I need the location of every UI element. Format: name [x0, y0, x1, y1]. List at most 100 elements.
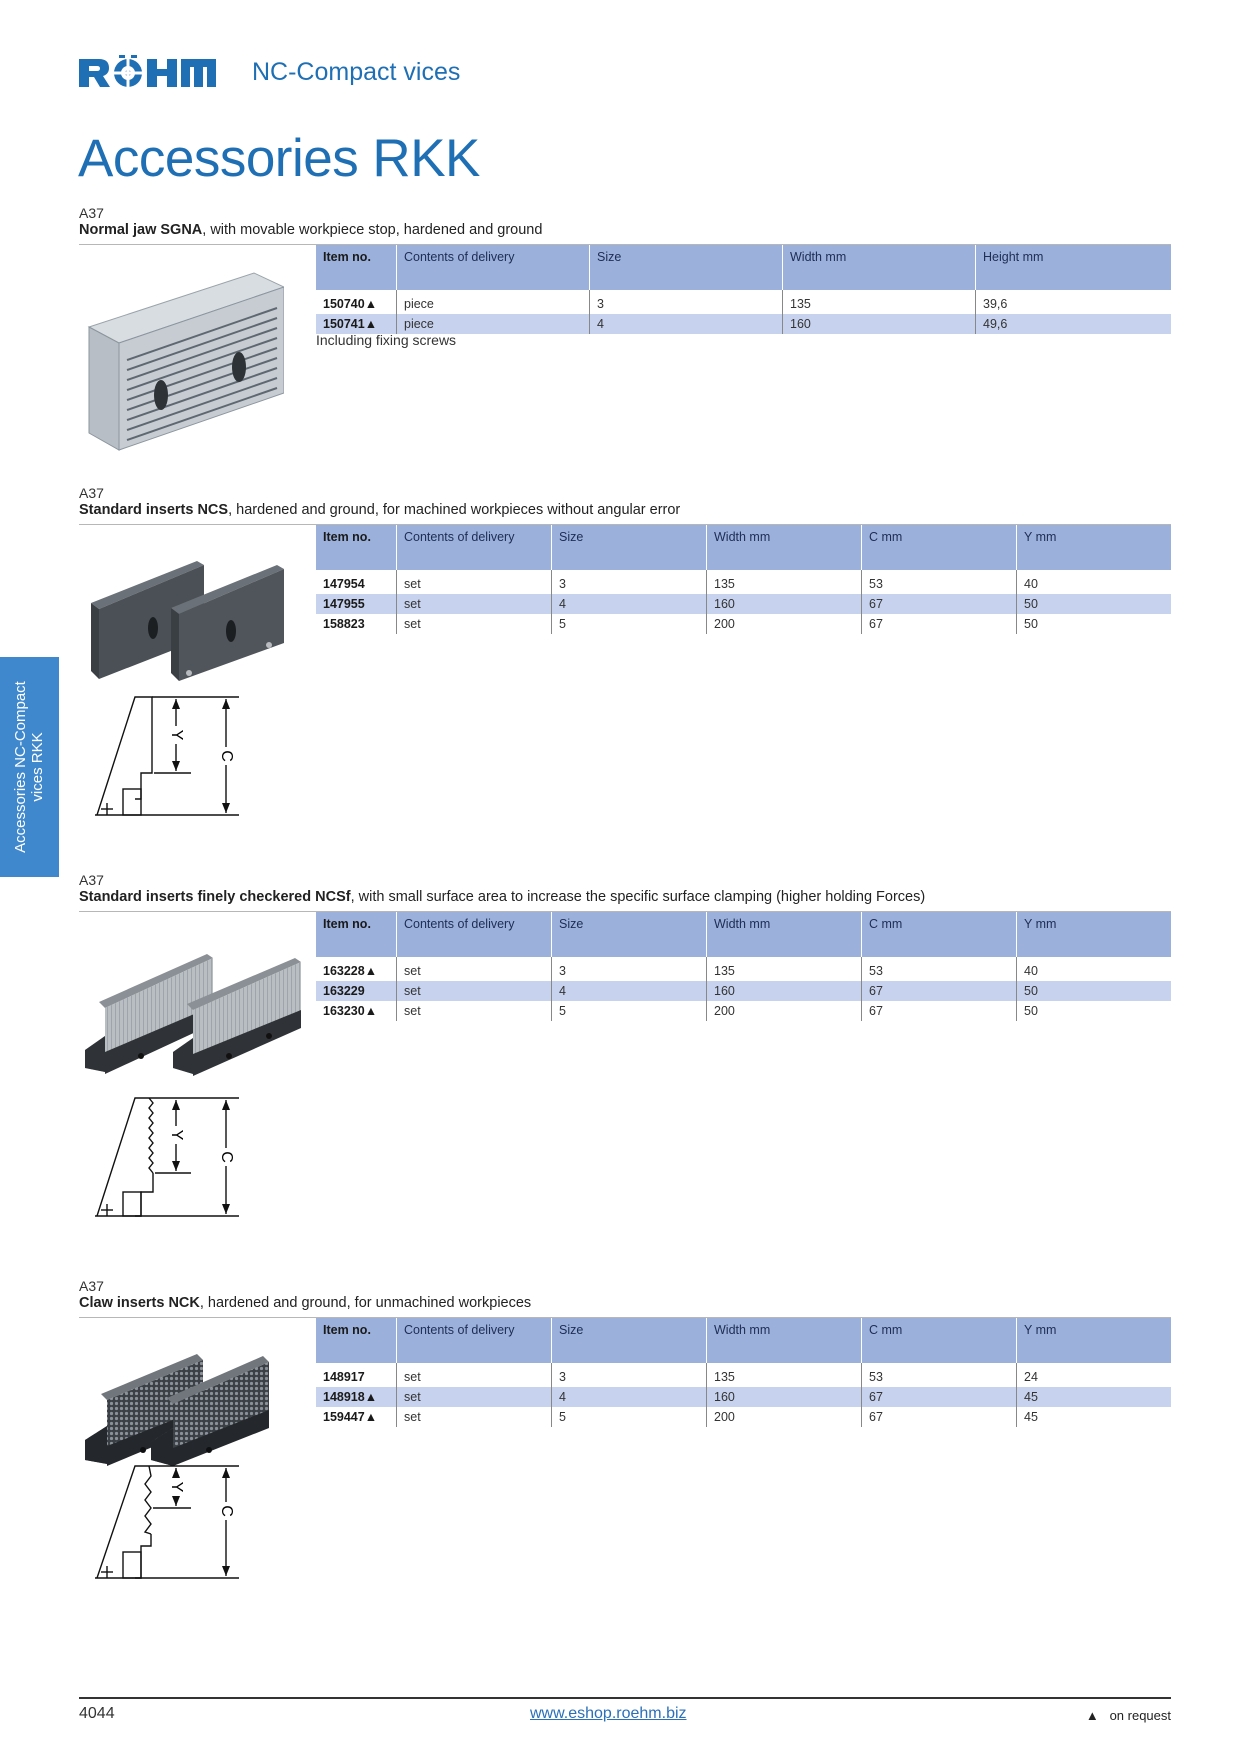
diagram-label-y: Y — [168, 730, 185, 741]
section-rule — [79, 911, 1171, 912]
diagram-label-y: Y — [168, 1130, 185, 1141]
nck-profile-diagram: Y C — [95, 1465, 239, 1579]
column-header: C mm — [861, 1318, 1017, 1363]
normal-jaw-image — [87, 272, 284, 451]
table-cell: 5 — [551, 1001, 707, 1021]
table-cell: 160 — [782, 314, 976, 334]
catalog-subtitle: NC-Compact vices — [252, 58, 461, 86]
table-cell: set — [396, 981, 552, 1001]
column-header: Y mm — [1016, 1318, 1171, 1363]
table-cell: 53 — [861, 574, 1017, 594]
triangle-icon: ▲ — [1085, 1708, 1099, 1723]
section-description: Standard inserts finely checkered NCSf, … — [79, 889, 926, 905]
page-title: Accessories RKK — [78, 129, 480, 188]
table-cell: 160 — [706, 981, 862, 1001]
table-cell: piece — [396, 294, 590, 314]
item-no: 163228▲ — [323, 964, 378, 978]
footer-rule — [79, 1697, 1171, 1699]
table-cell: set — [396, 961, 552, 981]
table-row: 163228▲ set 3 135 53 40 — [316, 961, 1171, 981]
roehm-logo-icon — [79, 54, 216, 87]
ncsf-inserts-image — [85, 954, 301, 1076]
diagram-label-c: C — [218, 1151, 235, 1163]
table-cell: set — [396, 1367, 552, 1387]
table-cell: 49,6 — [975, 314, 1171, 334]
eshop-link[interactable]: www.eshop.roehm.biz — [530, 1705, 687, 1722]
table-row: 159447▲ set 5 200 67 45 — [316, 1407, 1171, 1427]
product-table: Item no. Contents of delivery Size Width… — [316, 245, 1171, 334]
section-ncs: A37 Standard inserts NCS, hardened and g… — [79, 485, 1171, 816]
side-tab[interactable] — [0, 657, 59, 877]
table-row: 150740▲ piece 3 135 39,6 — [316, 294, 1171, 314]
nck-inserts-image — [85, 1354, 269, 1466]
item-no: 163229 — [316, 981, 397, 1001]
table-cell: set — [396, 614, 552, 634]
table-cell: 67 — [861, 1001, 1017, 1021]
column-header: Width mm — [706, 912, 862, 957]
table-cell: 67 — [861, 614, 1017, 634]
table-cell: 50 — [1016, 594, 1171, 614]
table-cell: 200 — [706, 1407, 862, 1427]
table-cell: 53 — [861, 1367, 1017, 1387]
product-table: Item no. Contents of delivery Size Width… — [316, 525, 1171, 634]
table-cell: 160 — [706, 1387, 862, 1407]
item-no: 150740▲ — [323, 297, 378, 311]
table-cell: 45 — [1016, 1387, 1171, 1407]
column-header: Size — [551, 1318, 707, 1363]
section-description: Claw inserts NCK, hardened and ground, f… — [79, 1295, 532, 1311]
table-cell: 67 — [861, 981, 1017, 1001]
section-sgna: A37 Normal jaw SGNA, with movable workpi… — [79, 205, 1171, 451]
column-header: C mm — [861, 912, 1017, 957]
legend: ▲ on request — [1086, 1708, 1171, 1723]
table-row: 163230▲ set 5 200 67 50 — [316, 1001, 1171, 1021]
table-row: 148918▲ set 4 160 67 45 — [316, 1387, 1171, 1407]
table-cell: 50 — [1016, 1001, 1171, 1021]
column-header: Item no. — [316, 245, 397, 290]
table-cell: 135 — [706, 574, 862, 594]
table-cell: 4 — [551, 981, 707, 1001]
table-cell: 160 — [706, 594, 862, 614]
section-rule — [79, 1317, 1171, 1318]
table-cell: set — [396, 1387, 552, 1407]
item-no: 159447▲ — [323, 1410, 378, 1424]
section-description: Normal jaw SGNA, with movable workpiece … — [79, 222, 543, 238]
column-header: Y mm — [1016, 525, 1171, 570]
table-cell: piece — [396, 314, 590, 334]
table-cell: 4 — [589, 314, 783, 334]
section-code: A37 — [79, 485, 104, 501]
diagram-label-c: C — [218, 750, 235, 762]
column-header: Height mm — [975, 245, 1171, 290]
ncsf-profile-diagram: Y C — [95, 1097, 239, 1217]
column-header: Contents of delivery — [396, 912, 552, 957]
section-code: A37 — [79, 1278, 104, 1294]
table-cell: set — [396, 1001, 552, 1021]
table-cell: 3 — [551, 574, 707, 594]
table-cell: 40 — [1016, 961, 1171, 981]
table-cell: 24 — [1016, 1367, 1171, 1387]
diagram-label-y: Y — [168, 1482, 185, 1493]
table-cell: 4 — [551, 594, 707, 614]
column-header: Size — [551, 912, 707, 957]
table-cell: 40 — [1016, 574, 1171, 594]
section-nck: A37 Claw inserts NCK, hardened and groun… — [79, 1278, 1171, 1579]
table-cell: 50 — [1016, 981, 1171, 1001]
column-header: Width mm — [706, 525, 862, 570]
column-header: Width mm — [782, 245, 976, 290]
roehm-logo — [79, 54, 217, 94]
product-table: Item no. Contents of delivery Size Width… — [316, 912, 1171, 1021]
table-cell: set — [396, 594, 552, 614]
column-header: Contents of delivery — [396, 245, 590, 290]
column-header: Width mm — [706, 1318, 862, 1363]
column-header: Size — [551, 525, 707, 570]
table-cell: 53 — [861, 961, 1017, 981]
table-cell: 67 — [861, 1387, 1017, 1407]
table-cell: 200 — [706, 614, 862, 634]
table-note: Including fixing screws — [316, 332, 457, 348]
table-row: 150741▲ piece 4 160 49,6 — [316, 314, 1171, 334]
column-header: Contents of delivery — [396, 1318, 552, 1363]
table-cell: 135 — [782, 294, 976, 314]
table-cell: 67 — [861, 1407, 1017, 1427]
table-cell: 3 — [589, 294, 783, 314]
page-number: 4044 — [79, 1705, 115, 1722]
diagram-label-c: C — [218, 1505, 235, 1517]
